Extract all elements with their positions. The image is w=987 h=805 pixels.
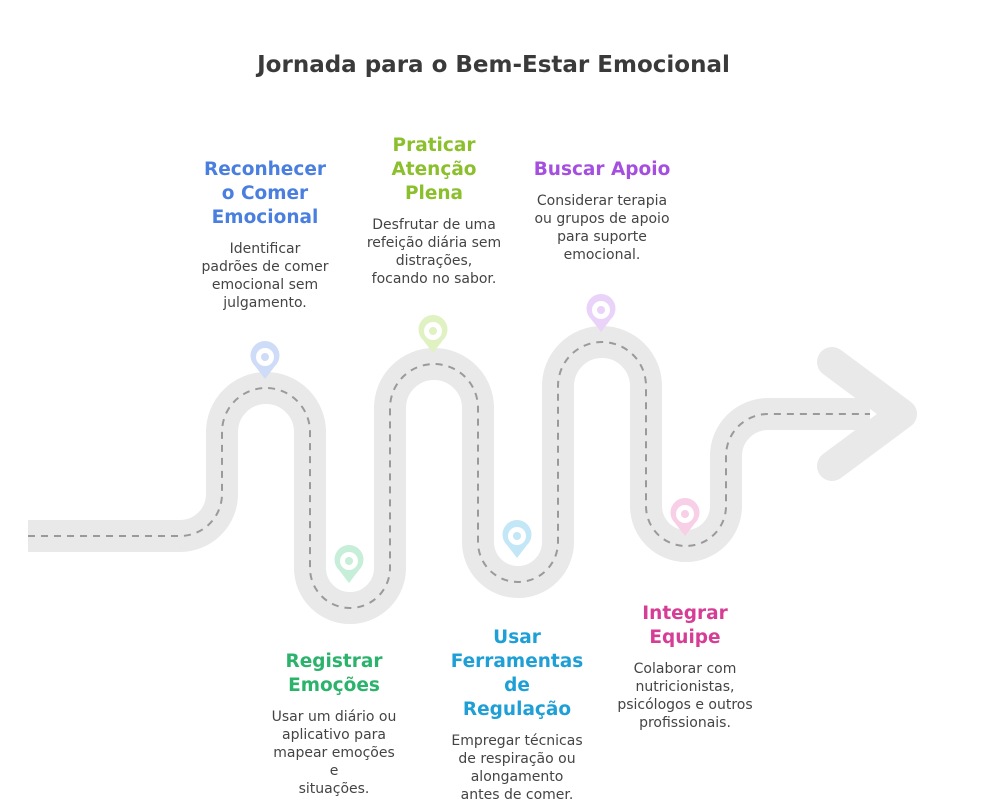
step-title: Registrar Emoções xyxy=(285,651,383,696)
road-arrow-head-icon xyxy=(817,347,917,481)
location-pin-icon xyxy=(334,545,364,583)
step-reconhecer: Reconhecer o Comer Emocional Identificar… xyxy=(180,158,350,312)
step-buscar-apoio: Buscar Apoio Considerar terapia ou grupo… xyxy=(520,158,684,264)
step-title: Praticar Atenção Plena xyxy=(391,135,477,204)
step-title: Buscar Apoio xyxy=(533,159,671,180)
step-description: Colaborar com nutricionistas, psicólogos… xyxy=(617,661,753,731)
step-description: Empregar técnicas de respiração ou along… xyxy=(451,733,583,803)
step-description: Usar um diário ou aplicativo para mapear… xyxy=(271,709,397,797)
step-registrar: Registrar Emoções Usar um diário ou apli… xyxy=(268,650,400,798)
location-pin-icon xyxy=(670,498,700,536)
step-title: Integrar Equipe xyxy=(642,603,728,648)
step-title: Reconhecer o Comer Emocional xyxy=(204,159,326,228)
road-base xyxy=(28,326,870,624)
diagram-title: Jornada para o Bem-Estar Emocional xyxy=(257,52,730,78)
step-praticar: Praticar Atenção Plena Desfrutar de uma … xyxy=(344,134,524,288)
step-description: Desfrutar de uma refeição diária sem dis… xyxy=(366,217,502,287)
location-pin-icon xyxy=(250,341,280,379)
location-pin-icon xyxy=(502,520,532,558)
step-description: Identificar padrões de comer emocional s… xyxy=(201,241,329,311)
step-usar-ferramentas: Usar Ferramentas de Regulação Empregar t… xyxy=(437,626,597,804)
step-integrar-equipe: Integrar Equipe Colaborar com nutricioni… xyxy=(601,602,769,732)
road-center-line xyxy=(28,341,870,609)
step-description: Considerar terapia ou grupos de apoio pa… xyxy=(534,193,670,263)
location-pin-icon xyxy=(586,294,616,332)
step-title: Usar Ferramentas de Regulação xyxy=(450,627,584,720)
location-pin-icon xyxy=(418,315,448,353)
